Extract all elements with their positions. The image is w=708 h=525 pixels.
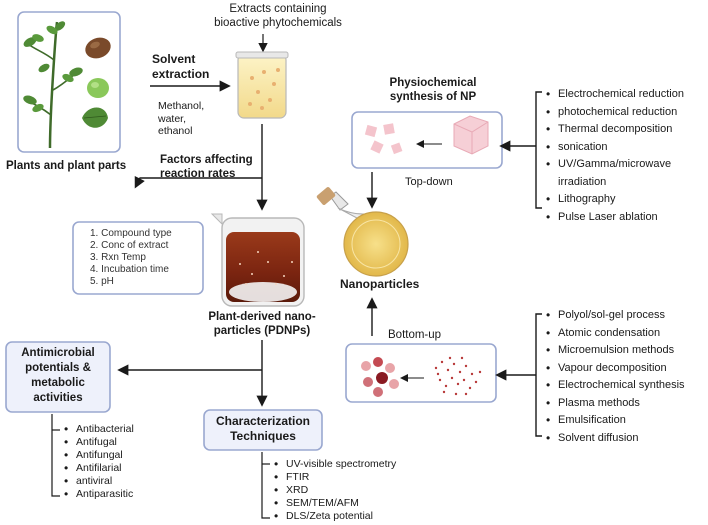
factors-title-line-2: reaction rates [160,168,236,180]
bottomup-label: Bottom-up [388,329,442,341]
extracts-line-1: Extracts containing [229,3,327,15]
solvent-title-line-1: Solvent [152,52,196,66]
characterization-item: XRD [272,484,396,497]
physio-title-line-2: synthesis of NP [389,91,477,103]
pdnp-line-1: Plant-derived nano- [208,311,316,323]
arrow-to-factors [134,175,262,189]
bottomup-method-item: Plasma methods [544,395,685,413]
antimicrobial-item: Antifungal [62,449,134,462]
extraction-beaker [235,34,289,119]
solvent-item: water, [158,112,187,125]
solvent-item: ethanol [158,125,193,137]
antimicrobial-title-line: Antimicrobial [21,347,95,359]
topdown-method-item: UV/Gamma/microwave [544,156,684,174]
factor-item: 3. Rxn Temp [90,252,146,263]
topdown-method-item: Thermal decomposition [544,121,684,139]
topdown-method-list: Electrochemical reduction photochemical … [544,86,684,226]
topdown-method-item: sonication [544,139,684,157]
antimicrobial-list: Antibacterial Antifugal Antifungal Antif… [62,423,134,501]
physio-title: Physiochemical synthesis of NP [368,76,498,104]
antimicrobial-title: Antimicrobial potentials & metabolic act… [6,346,110,406]
bottomup-method-item: Polyol/sol-gel process [544,307,685,325]
bottomup-method-item: Microemulsion methods [544,342,685,360]
solvent-item: Methanol, [158,100,205,112]
extracts-label: Extracts containing bioactive phytochemi… [188,2,368,30]
pdnp-line-2: particles (PDNPs) [213,325,311,337]
factors-box [72,221,204,295]
solvent-title-line-2: extraction [152,67,210,81]
antimicrobial-title-line: activities [33,392,83,404]
antimicrobial-item: Antiparasitic [62,488,134,501]
extracts-line-2: bioactive phytochemicals [214,17,342,29]
antimicrobial-item: Antifugal [62,436,134,449]
plants-label: Plants and plant parts [6,160,127,172]
characterization-title-line-2: Techniques [230,429,296,443]
bottomup-method-item: Emulsification [544,412,685,430]
factors-title: Factors affecting reaction rates [160,153,253,181]
antimicrobial-box [5,341,111,413]
factors-title-line-1: Factors affecting [160,154,253,166]
physio-title-line-1: Physiochemical [389,77,477,89]
factor-item: 2. Conc of extract [90,240,169,251]
topdown-method-item: Electrochemical reduction [544,86,684,104]
plant-illustration [23,21,111,149]
characterization-title-line-1: Characterization [215,414,311,428]
antimicrobial-title-line: metabolic [31,377,85,389]
topdown-method-item: Pulse Laser ablation [544,209,684,227]
bottomup-method-item: Atomic condensation [544,325,685,343]
bottomup-method-item: Vapour decomposition [544,360,685,378]
nanoparticle-flask [316,187,409,277]
characterization-list: UV-visible spectrometry FTIR XRD SEM/TEM… [272,458,396,523]
bottomup-box [345,343,497,403]
topdown-method-item: Lithography [544,191,684,209]
antimicrobial-item: Antibacterial [62,423,134,436]
topdown-method-item-continued: irradiation [558,175,607,188]
bottomup-spheres [361,356,482,397]
factors-list: 1. Compound type 2. Conc of extract 3. R… [90,228,172,288]
characterization-item: FTIR [272,471,396,484]
antimicrobial-title-line: potentials & [25,362,91,374]
characterization-item: UV-visible spectrometry [272,458,396,471]
antimicrobial-item: antiviral [62,475,134,488]
bottomup-method-item: Solvent diffusion [544,430,685,448]
factor-item: 1. Compound type [90,228,172,239]
topdown-method-item: photochemical reduction [544,104,684,122]
pdnp-beaker [210,213,305,307]
antimicrobial-item: Antifilarial [62,462,134,475]
characterization-item: SEM/TEM/AFM [272,497,396,510]
topdown-cubes [364,115,489,155]
characterization-item: DLS/Zeta potential [272,510,396,523]
nanoparticles-label: Nanoparticles [340,277,420,291]
solvent-list: Methanol, water, ethanol [158,100,204,138]
bottomup-method-list: Polyol/sol-gel process Atomic condensati… [544,307,685,447]
topdown-label: Top-down [405,176,453,188]
characterization-box [203,409,323,451]
factor-item: 4. Incubation time [90,264,169,275]
pdnp-label: Plant-derived nano- particles (PDNPs) [202,310,322,338]
solvent-title: Solvent extraction [152,52,209,82]
bottomup-method-item: Electrochemical synthesis [544,377,685,395]
characterization-title: Characterization Techniques [204,414,322,444]
factor-item: 5. pH [90,276,114,287]
